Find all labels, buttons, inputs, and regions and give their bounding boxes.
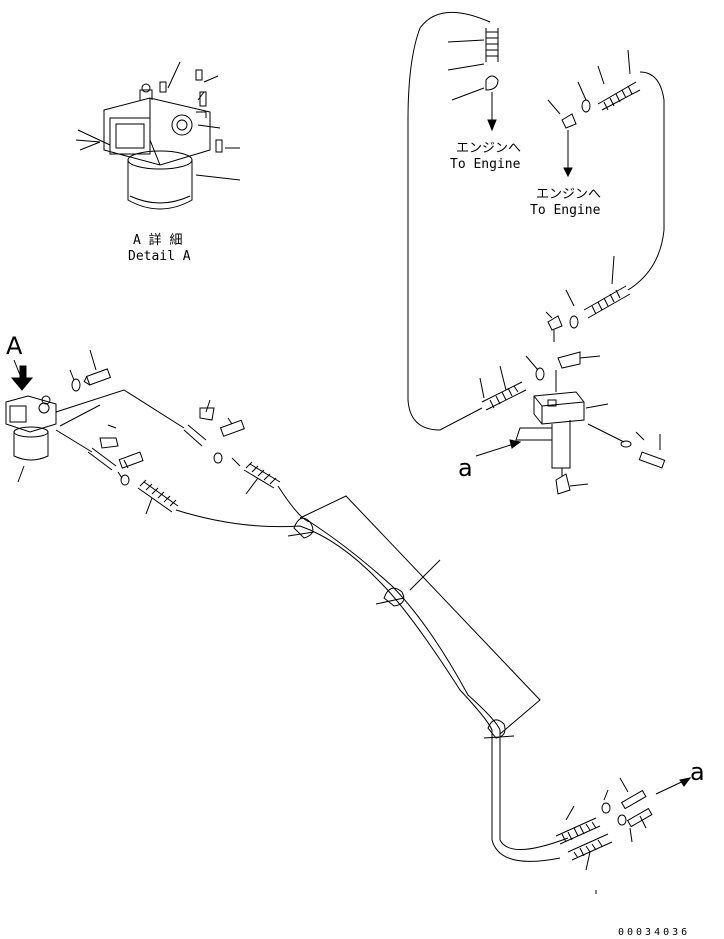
corrugated-hose-right-1 <box>555 817 601 845</box>
to-engine-1-jp: エンジンへ <box>456 141 522 156</box>
corrugated-hose-mid-right <box>583 285 631 319</box>
mounting-bracket <box>515 391 585 469</box>
to-engine-1-en: To Engine <box>450 157 521 172</box>
corrugated-hose-upper-right <box>597 81 641 111</box>
fuel-line-run <box>175 485 569 862</box>
connection-mark-a-left: a <box>458 454 473 482</box>
corrugated-hose-lower-loop <box>481 381 527 411</box>
clamp-2 <box>375 587 405 607</box>
to-engine-2-jp: エンジンへ <box>536 187 602 202</box>
view-a-letter: A <box>6 332 23 360</box>
detail-a-label-jp: A 詳 細 <box>133 233 183 248</box>
return-line-loop <box>407 11 665 431</box>
detail-a-label-en: Detail A <box>128 249 191 264</box>
fuel-filter-assembly <box>5 395 57 461</box>
drawing-number: 00034036 <box>618 927 691 938</box>
corrugated-hose-left-1 <box>137 479 179 513</box>
clamp-3 <box>483 719 515 739</box>
corrugated-hose-right-2 <box>567 833 613 861</box>
clamp-1 <box>287 517 315 539</box>
banjo-fitting <box>99 437 119 449</box>
corrugated-hose-top <box>485 28 499 62</box>
corrugated-hose-left-2 <box>243 461 281 489</box>
connection-mark-a-right: a <box>690 758 705 786</box>
detail-a-filter-assembly <box>103 83 211 210</box>
to-engine-2-en: To Engine <box>530 203 601 218</box>
